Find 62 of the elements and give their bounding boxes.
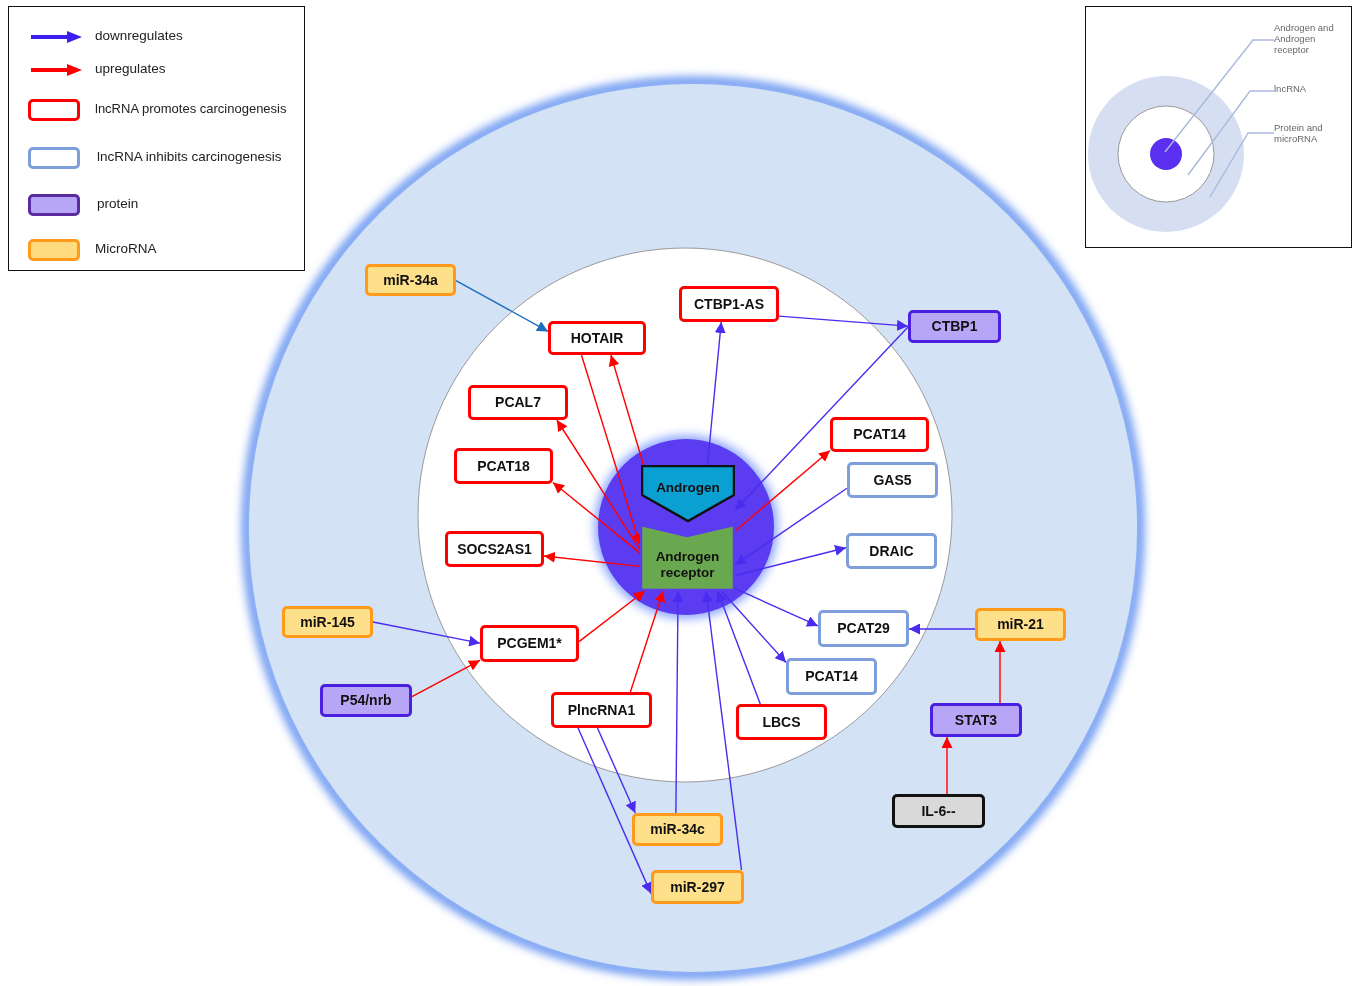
lncrna-box: DRAIC [846, 533, 937, 569]
leader-line [1209, 132, 1275, 198]
arrow [994, 640, 1006, 704]
lncrna-box: HOTAIR [548, 321, 646, 355]
lncrna-box: LBCS [736, 704, 827, 740]
inset-label: Androgen and Androgen receptor [1274, 23, 1350, 63]
lncrna-box: PCAT18 [454, 448, 553, 484]
lncrna-box: PCAT29 [818, 610, 909, 647]
arrow [734, 449, 831, 532]
arrow [629, 590, 665, 693]
legend-label: lncRNA inhibits carcinogenesis [97, 149, 282, 164]
arrow [372, 621, 481, 647]
lncrna-box: SOCS2AS1 [445, 531, 544, 567]
arrow [411, 659, 481, 698]
legend-label: upregulates [95, 61, 166, 76]
arrow [552, 481, 641, 554]
arrow [608, 354, 645, 466]
arrow [778, 315, 909, 331]
arrow [543, 551, 641, 568]
leader-line [1187, 90, 1275, 176]
arrow [578, 590, 646, 643]
arrow [734, 487, 848, 566]
inset-label: Protein and microRNA [1274, 123, 1348, 151]
arrow [580, 354, 642, 546]
microrna-box: miR-34c [632, 813, 723, 846]
inset-label: lncRNA [1274, 84, 1334, 98]
arrow [702, 590, 743, 871]
lncrna-box: PCAL7 [468, 385, 568, 420]
lncrna-box: PCAT14 [786, 658, 877, 695]
leader-line [1164, 39, 1275, 153]
lncrna-box: PCGEM1* [480, 625, 579, 662]
arrow [672, 590, 684, 814]
arrow [908, 623, 976, 635]
arrow [706, 321, 726, 466]
lncrna-box: PCAT14 [830, 417, 929, 452]
microrna-box: miR-21 [975, 608, 1066, 641]
microrna-box: miR-145 [282, 606, 373, 638]
cytokine-box: IL-6-- [892, 794, 985, 828]
lncrna-box: GAS5 [847, 462, 938, 498]
arrow [596, 727, 636, 814]
legend-label: protein [97, 196, 139, 211]
legend-label: downregulates [95, 28, 183, 43]
protein-box: CTBP1 [908, 310, 1001, 343]
arrow [716, 590, 761, 705]
arrow [734, 587, 819, 627]
receptor-shape: Androgen receptor [640, 524, 735, 591]
arrow [734, 545, 847, 577]
androgen-pentagon: Androgen [641, 465, 735, 523]
arrow [720, 590, 787, 664]
arrow [941, 736, 953, 795]
protein-box: P54/nrb [320, 684, 412, 717]
arrow [455, 279, 549, 333]
microrna-box: miR-34a [365, 264, 456, 296]
microrna-box: miR-297 [651, 870, 744, 904]
legend-label: lncRNA promotes carcinogenesis [95, 101, 287, 116]
lncrna-box: PlncRNA1 [551, 692, 652, 728]
legend-label: MicroRNA [95, 241, 157, 256]
arrow [577, 727, 652, 895]
arrow [556, 419, 641, 551]
protein-box: STAT3 [930, 703, 1022, 737]
lncrna-box: CTBP1-AS [679, 286, 779, 322]
arrow [734, 326, 909, 511]
